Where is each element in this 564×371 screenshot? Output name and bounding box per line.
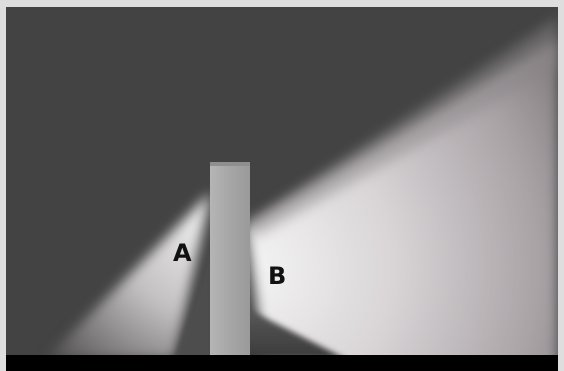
label-a: A	[173, 241, 192, 265]
pillar	[210, 162, 250, 359]
pillar-top-edge	[210, 162, 250, 166]
scene-illustration	[6, 7, 558, 371]
light-shadow-photo: A B	[6, 7, 558, 371]
floor	[6, 355, 558, 371]
label-b: B	[268, 264, 286, 288]
